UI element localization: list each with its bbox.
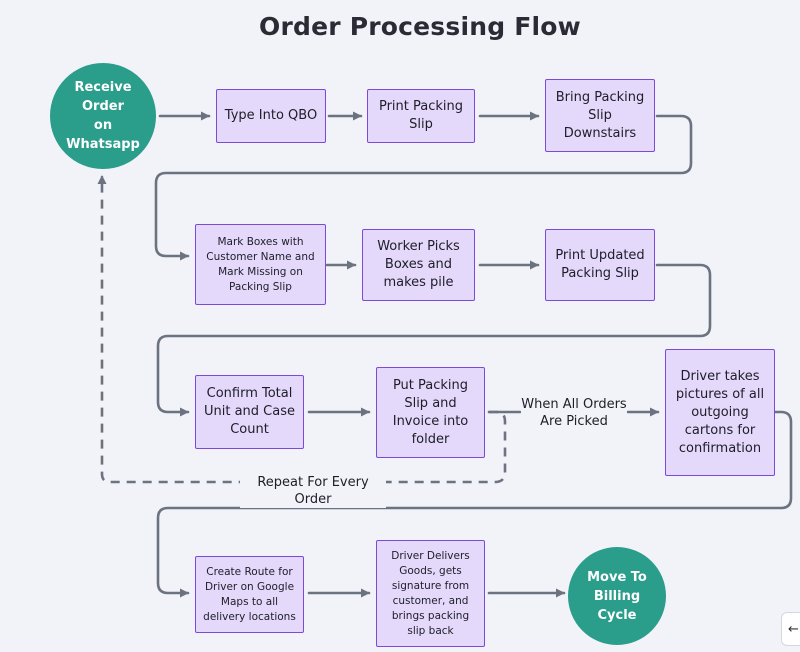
node-mark-boxes[interactable]: Mark Boxes with Customer Name and Mark M… (195, 224, 326, 305)
node-receive-order[interactable]: Receive Order on Whatsapp (50, 63, 156, 169)
node-type-into-qbo[interactable]: Type Into QBO (216, 89, 326, 143)
arrow-left-icon: ← (788, 621, 799, 637)
label-repeat-every-order: Repeat For Every Order (240, 474, 386, 508)
node-driver-delivers[interactable]: Driver Delivers Goods, gets signature fr… (376, 540, 485, 647)
page-title: Order Processing Flow (259, 12, 581, 41)
label-when-all-orders: When All Orders Are Picked (521, 396, 627, 430)
node-confirm-total[interactable]: Confirm Total Unit and Case Count (195, 375, 304, 449)
back-button[interactable]: ← (781, 612, 800, 646)
node-worker-picks[interactable]: Worker Picks Boxes and makes pile (362, 229, 475, 301)
edge-driver-to-route (156, 410, 793, 598)
node-driver-pictures[interactable]: Driver takes pictures of all outgoing ca… (665, 349, 775, 476)
node-print-updated[interactable]: Print Updated Packing Slip (545, 229, 655, 301)
node-billing-cycle[interactable]: Move To Billing Cycle (568, 547, 666, 645)
node-create-route[interactable]: Create Route for Driver on Google Maps t… (195, 556, 304, 633)
edge-updated-to-confirm (156, 263, 712, 417)
node-put-packing-slip[interactable]: Put Packing Slip and Invoice into folder (376, 367, 485, 458)
node-bring-packing-slip[interactable]: Bring Packing Slip Downstairs (545, 79, 655, 152)
node-print-packing-slip[interactable]: Print Packing Slip (367, 89, 475, 143)
edge-bring-to-mark (154, 114, 693, 261)
edge-repeat-loop (97, 175, 507, 484)
